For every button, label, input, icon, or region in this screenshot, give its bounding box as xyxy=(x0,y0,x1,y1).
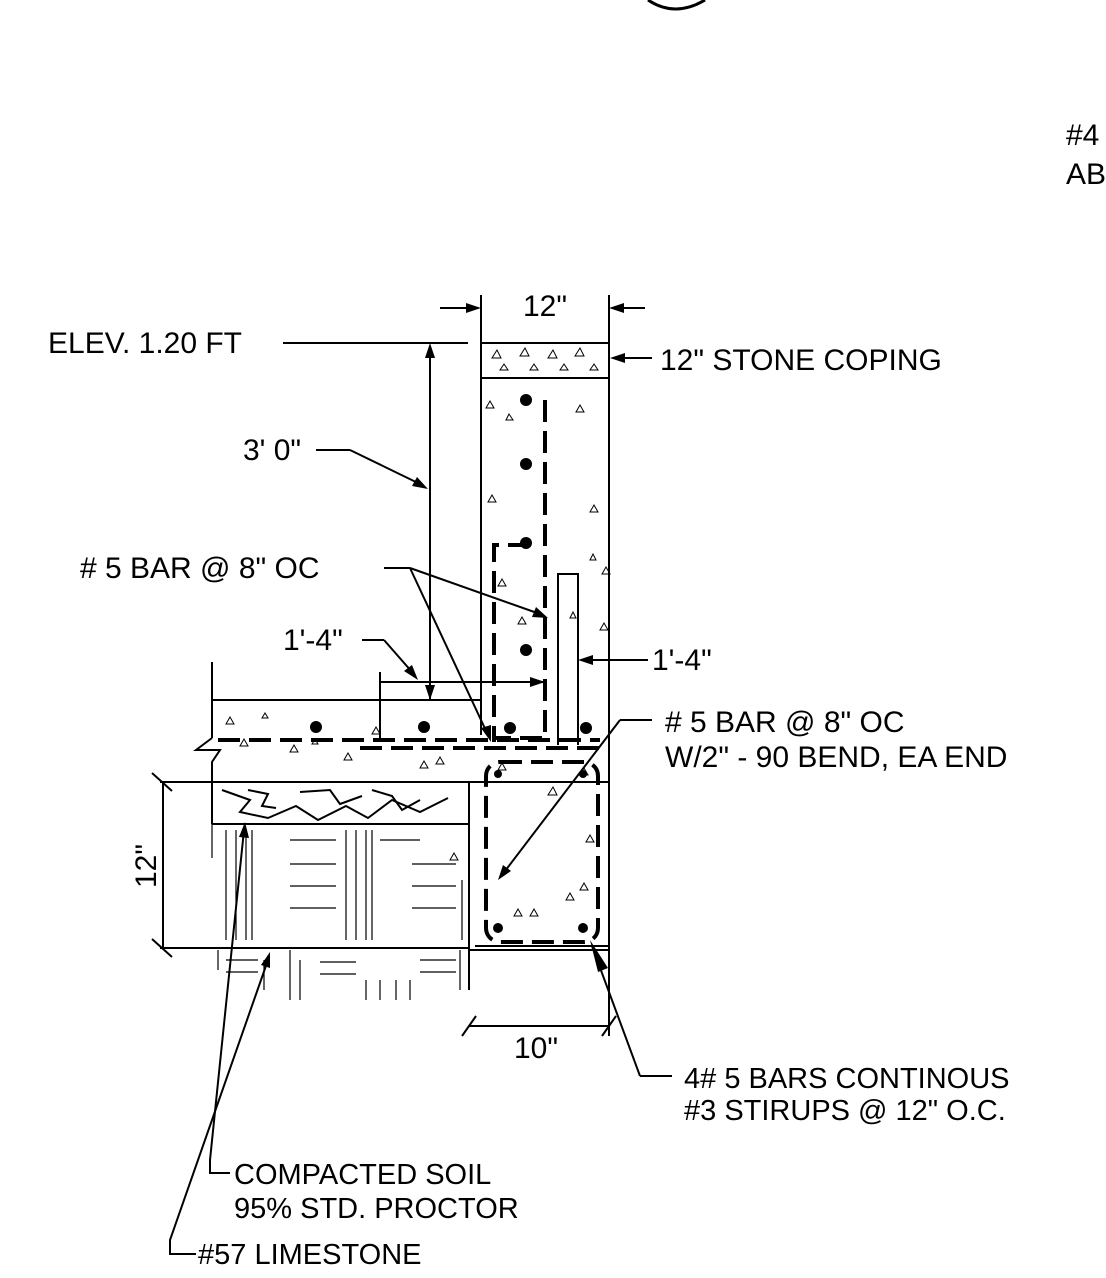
compacted-soil-label-line2: 95% STD. PROCTOR xyxy=(234,1193,519,1225)
limestone-layer xyxy=(211,782,469,825)
top-dimension-label: 12" xyxy=(523,290,567,323)
compacted-soil xyxy=(160,824,469,1000)
stem-reinforcement xyxy=(310,394,592,933)
corner-label-line1: #4 xyxy=(1066,119,1099,152)
footing-height-label: 12" xyxy=(130,844,163,888)
footing xyxy=(449,760,609,990)
wall-stem xyxy=(480,295,611,990)
corner-label-line2: AB xyxy=(1066,158,1106,191)
compacted-soil-label-line1: COMPACTED SOIL xyxy=(234,1159,491,1191)
stone-coping-label: 12" STONE COPING xyxy=(660,344,942,377)
elevation-label: ELEV. 1.20 FT xyxy=(48,327,242,360)
bar-bend-label-line1: # 5 BAR @ 8" OC xyxy=(665,706,905,739)
dimension-lines xyxy=(151,303,672,1255)
bar-bend-label-line2: W/2" - 90 BEND, EA END xyxy=(665,741,1007,774)
limestone-label: #57 LIMESTONE xyxy=(198,1239,422,1271)
continuous-bars-label-line1: 4# 5 BARS CONTINOUS xyxy=(684,1063,1010,1095)
inner-dimension xyxy=(557,573,579,745)
detail-circle-fragment xyxy=(647,0,706,11)
left-dimension-label: 1'-4" xyxy=(283,624,343,657)
right-dimension-label: 1'-4" xyxy=(652,644,712,677)
continuous-bars-label-line2: #3 STIRUPS @ 12" O.C. xyxy=(684,1095,1006,1127)
wall-height-label: 3' 0" xyxy=(243,434,301,467)
footing-width-label: 10" xyxy=(514,1032,558,1065)
bar-spacing-label: # 5 BAR @ 8" OC xyxy=(80,552,320,585)
